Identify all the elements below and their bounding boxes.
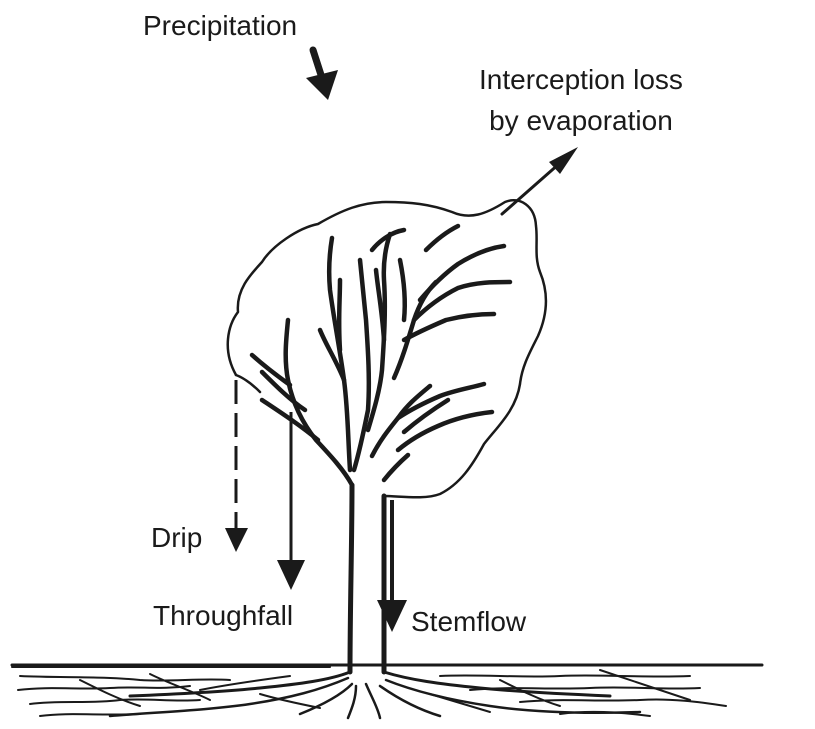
drip-label: Drip [151, 522, 203, 553]
ground-and-roots [10, 663, 764, 720]
interception-arrow [500, 147, 578, 216]
tree-trunk [347, 482, 387, 675]
drip-arrow [225, 380, 248, 552]
throughfall-label: Throughfall [153, 600, 294, 631]
stemflow-arrow [377, 500, 407, 632]
throughfall-arrow [277, 412, 305, 590]
precipitation-arrow [306, 46, 338, 100]
tree-branches [249, 223, 513, 488]
precipitation-label: Precipitation [143, 10, 298, 41]
stemflow-label: Stemflow [411, 606, 527, 637]
interception-label: Interception loss by evaporation [479, 60, 683, 141]
tree-canopy [226, 199, 548, 499]
interception-label-line2: by evaporation [489, 104, 673, 136]
interception-label-line1: Interception loss [479, 64, 683, 95]
